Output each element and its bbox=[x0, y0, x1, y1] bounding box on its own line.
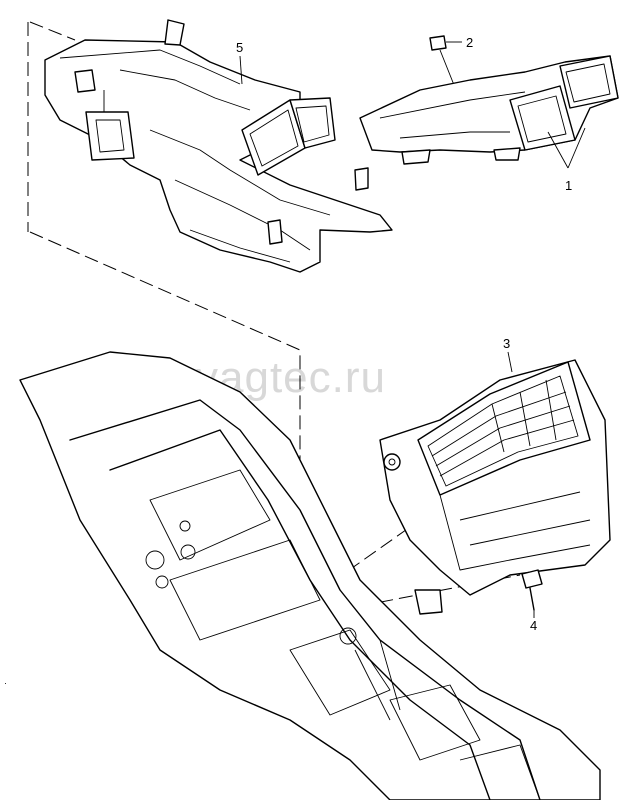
screw bbox=[521, 569, 543, 618]
callout-1: 1 bbox=[565, 178, 572, 193]
leader-5 bbox=[239, 55, 243, 85]
margin-mark: · bbox=[4, 678, 7, 688]
rear-air-vent-unit bbox=[379, 351, 611, 615]
callout-4: 4 bbox=[530, 618, 537, 633]
center-console bbox=[19, 351, 601, 800]
center-air-duct bbox=[44, 19, 393, 273]
callout-2: 2 bbox=[466, 35, 473, 50]
callout-3: 3 bbox=[503, 336, 510, 351]
callout-5: 5 bbox=[236, 40, 243, 55]
rear-outlet-duct bbox=[359, 55, 619, 169]
